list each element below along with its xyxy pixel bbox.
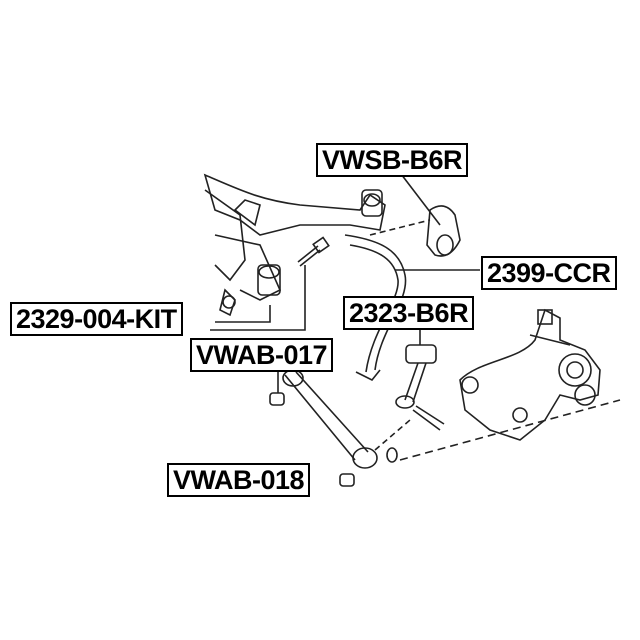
- wheel-knuckle-drawing: [459, 308, 601, 441]
- stabilizer-link-drawing: [395, 325, 445, 431]
- subframe-drawing: [203, 173, 386, 317]
- label-2329-004-kit: 2329-004-KIT: [10, 302, 183, 336]
- stabilizer-bar-drawing: [344, 219, 480, 382]
- label-vwsb-b6r: VWSB-B6R: [316, 143, 469, 177]
- label-2323-b6r: 2323-B6R: [343, 296, 475, 330]
- bolt-drawing: [210, 236, 330, 331]
- control-arm-drawing: [269, 369, 621, 487]
- label-vwab-018: VWAB-018: [167, 463, 311, 497]
- label-vwab-017: VWAB-017: [190, 338, 334, 372]
- label-2399-ccr: 2399-CCR: [481, 256, 617, 290]
- stabilizer-bushing-drawing: [397, 169, 461, 257]
